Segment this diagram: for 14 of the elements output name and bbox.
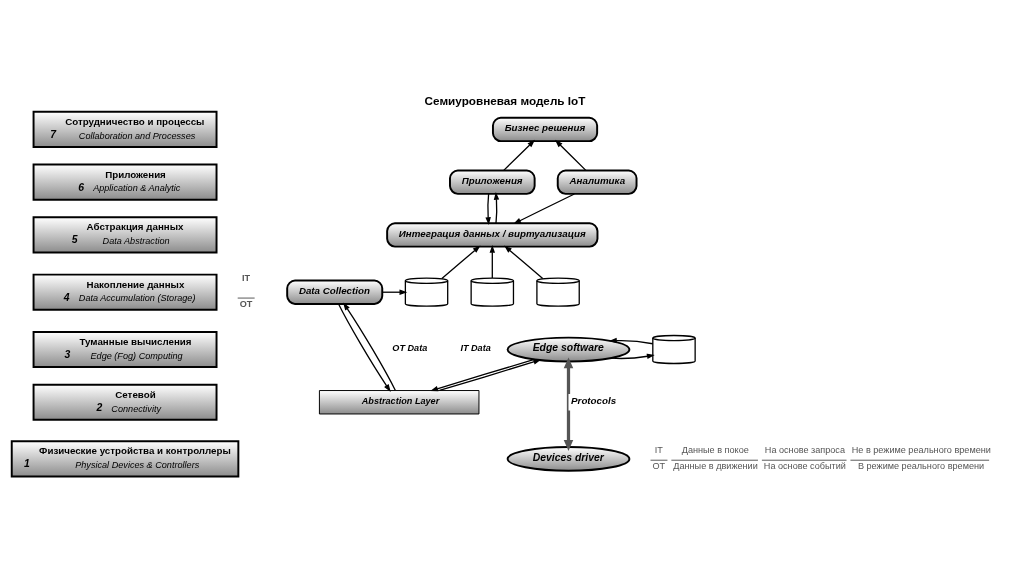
edge-label: Protocols [571,394,617,406]
label: В режиме реального времени [857,460,985,471]
label: На основе событий [763,460,846,471]
label: OT [652,460,666,471]
label: На основе запроса [764,444,845,455]
label: OT Data [392,342,428,353]
diagram-title: Семиуровневая модель IoT [424,93,586,107]
label: Данные в движении [673,460,758,471]
label: IT [654,444,663,455]
label: OT [239,298,253,309]
label: IT [241,272,251,283]
label: Данные в покое [681,444,749,455]
label: Не в режиме реального времени [851,444,991,455]
label: IT Data [460,342,491,353]
